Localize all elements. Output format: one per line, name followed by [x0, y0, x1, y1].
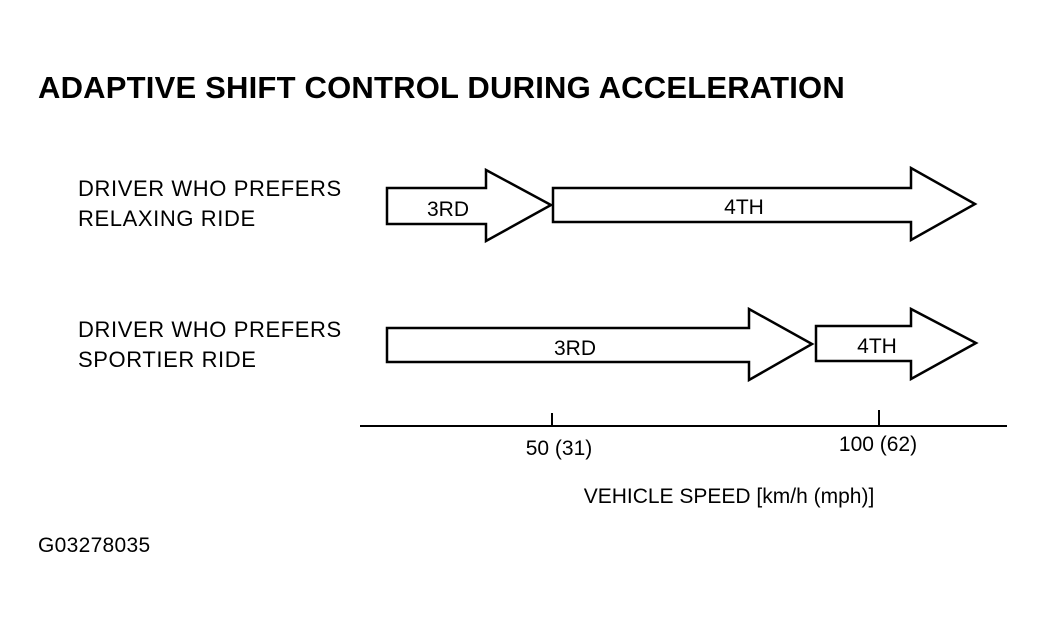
sportier-4th-arrow: 4TH: [814, 306, 979, 382]
row-label-sportier-line2: SPORTIER RIDE: [78, 347, 257, 372]
axis-label: VEHICLE SPEED [km/h (mph)]: [584, 485, 875, 508]
relaxing-3rd-arrow: 3RD: [385, 167, 554, 244]
figure-id: G03278035: [38, 534, 151, 557]
row-label-sportier-line1: DRIVER WHO PREFERS: [78, 317, 342, 342]
sportier-4th-label: 4TH: [857, 335, 897, 358]
diagram-title: ADAPTIVE SHIFT CONTROL DURING ACCELERATI…: [38, 70, 845, 105]
row-label-sportier: DRIVER WHO PREFERS SPORTIER RIDE: [78, 315, 342, 375]
relaxing-4th-label: 4TH: [724, 196, 764, 219]
sportier-3rd-label: 3RD: [554, 337, 596, 360]
row-label-relaxing-line1: DRIVER WHO PREFERS: [78, 176, 342, 201]
relaxing-4th-arrow: 4TH: [551, 165, 978, 243]
tick-label-100: 100 (62): [839, 433, 917, 456]
row-label-relaxing-line2: RELAXING RIDE: [78, 206, 256, 231]
relaxing-3rd-label: 3RD: [427, 198, 469, 221]
row-label-relaxing: DRIVER WHO PREFERS RELAXING RIDE: [78, 174, 342, 234]
tick-label-50: 50 (31): [526, 437, 593, 460]
sportier-3rd-arrow: 3RD: [385, 306, 815, 383]
